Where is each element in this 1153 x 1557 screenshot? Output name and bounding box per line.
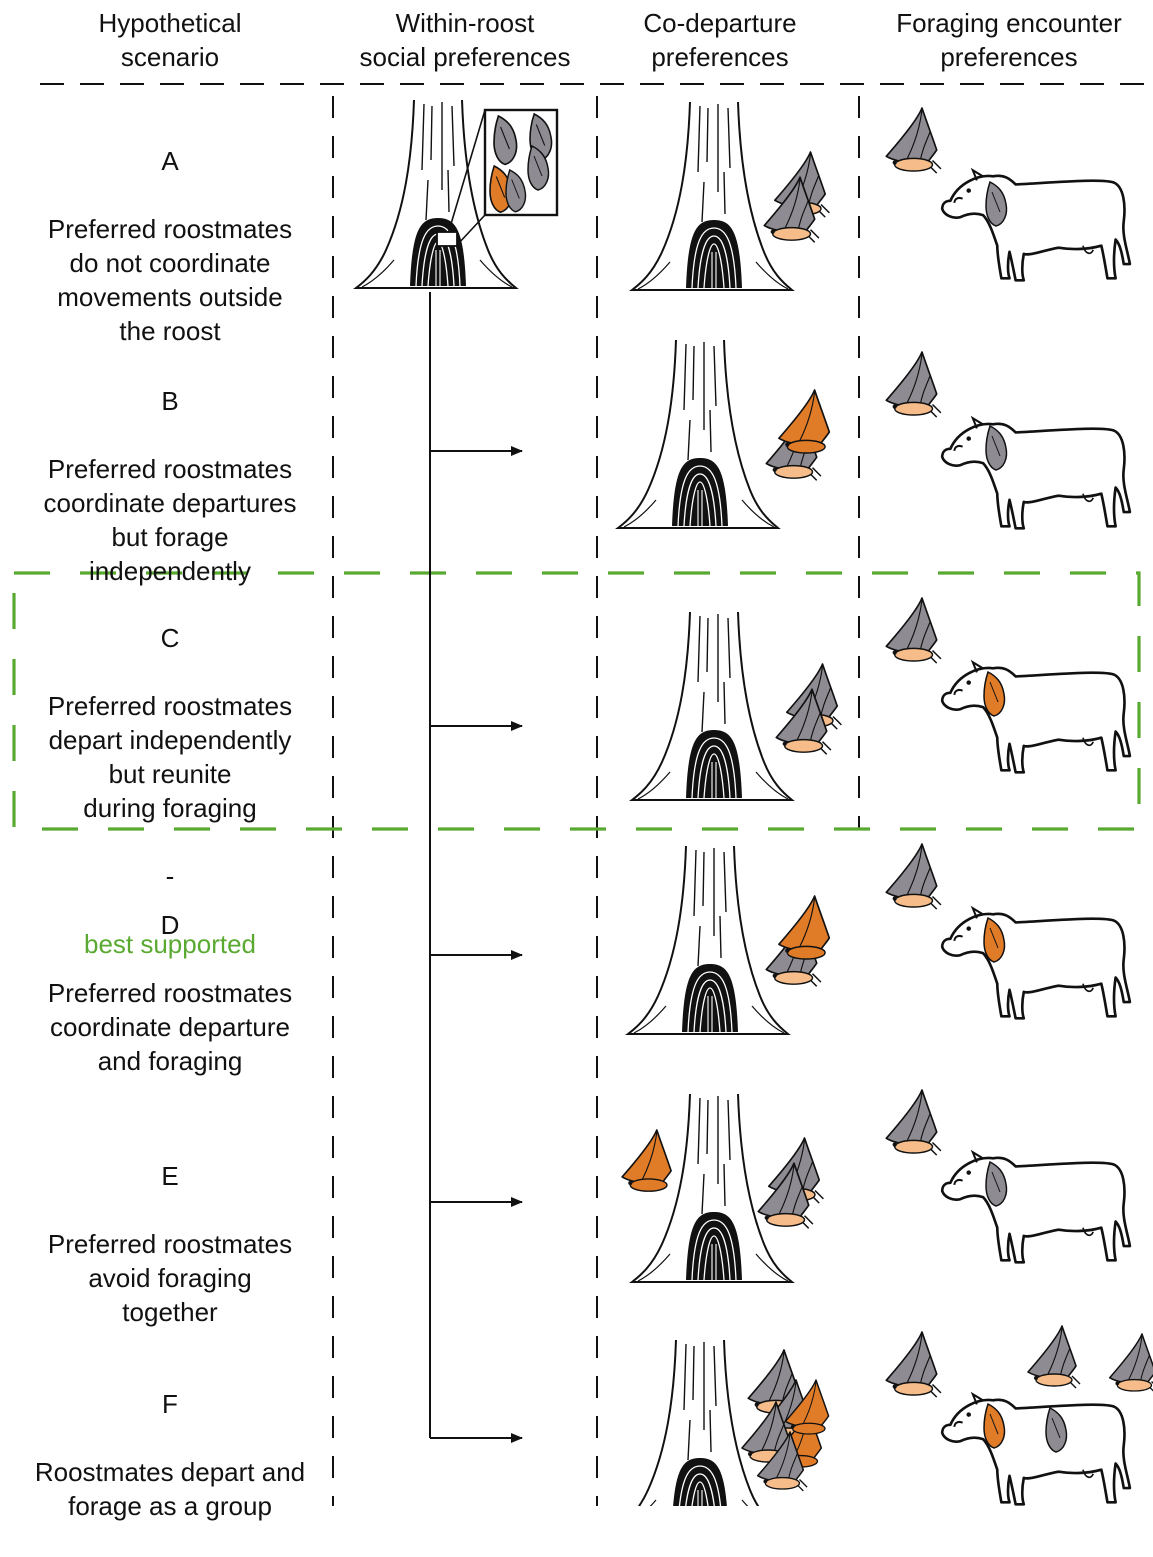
- departure-illustration-d: [627, 845, 829, 1035]
- scenario-b: B Preferred roostmates coordinate depart…: [0, 350, 340, 622]
- foraging-illustration-b: [885, 351, 1132, 530]
- foraging-illustration-f: [885, 1325, 1153, 1506]
- best-supported-note: best supported: [83, 929, 256, 959]
- departure-illustration-e: [621, 1093, 823, 1283]
- scenario-letter: B: [161, 386, 179, 416]
- foraging-illustration-e: [885, 1089, 1132, 1264]
- scenario-letter: C: [160, 623, 180, 653]
- scenario-text: Preferred roostmates coordinate departur…: [47, 978, 293, 1076]
- scenario-text: Roostmates depart and forage as a group: [34, 1457, 306, 1521]
- departure-illustration-c: [631, 611, 841, 801]
- diagram-canvas: [12, 83, 1153, 1506]
- best-supported-frame: [12, 571, 1141, 831]
- scenario-text: Preferred roostmates do not coordinate m…: [47, 214, 293, 346]
- scenario-separator: -: [165, 861, 175, 891]
- scenario-c: C Preferred roostmates depart independen…: [0, 587, 340, 995]
- header-within-roost: Within-roost social preferences: [359, 8, 571, 72]
- scenario-text: Preferred roostmates depart independentl…: [47, 691, 293, 823]
- foraging-illustration-a: [885, 107, 1132, 282]
- departure-illustration-f: [617, 1339, 830, 1506]
- scenario-text: Preferred roostmates coordinate departur…: [43, 454, 297, 586]
- header-foraging-encounter: Foraging encounter preferences: [896, 8, 1122, 72]
- scenario-a: A Preferred roostmates do not coordinate…: [0, 110, 340, 382]
- scenario-text: Preferred roostmates avoid foraging toge…: [47, 1229, 293, 1327]
- scenario-letter: E: [161, 1161, 179, 1191]
- roost-tree-illustration: [355, 99, 559, 289]
- scenario-f: F Roostmates depart and forage as a grou…: [0, 1353, 340, 1557]
- scenario-letter: F: [162, 1389, 178, 1419]
- foraging-illustration-d: [885, 843, 1132, 1020]
- header-co-departure: Co-departure preferences: [643, 8, 797, 72]
- departure-illustration-a: [631, 101, 829, 291]
- scenario-letter: D: [160, 910, 180, 940]
- foraging-illustration-c: [885, 597, 1132, 774]
- scenario-letter: A: [161, 146, 179, 176]
- scenario-d: D Preferred roostmates coordinate depart…: [0, 874, 340, 1112]
- scenario-e: E Preferred roostmates avoid foraging to…: [0, 1125, 340, 1363]
- departure-illustration-b: [617, 339, 829, 529]
- header-scenario: Hypothetical scenario: [98, 8, 242, 72]
